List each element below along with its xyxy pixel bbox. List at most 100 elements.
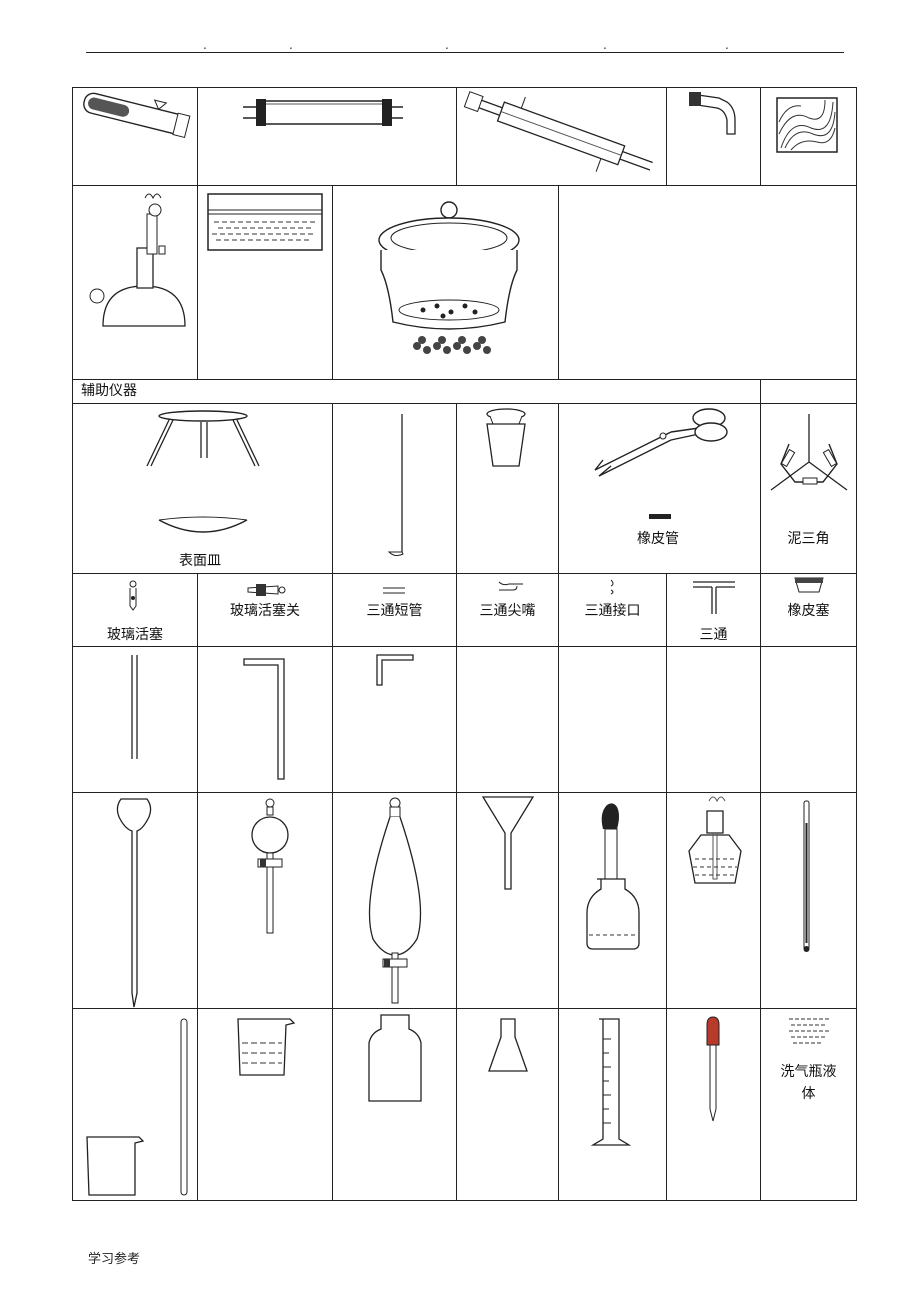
gas-lamp-drawing bbox=[73, 186, 198, 380]
tee-connector-cell: 三通接口 bbox=[558, 573, 667, 647]
tee-label: 三通 bbox=[699, 627, 728, 643]
crucible-cell bbox=[456, 403, 559, 574]
straight-tube-cell bbox=[72, 646, 198, 793]
alcohol-lamp-cell bbox=[666, 792, 761, 1009]
desiccator-drawing bbox=[333, 186, 559, 354]
empty-cell bbox=[760, 379, 857, 404]
dropper-bottle-drawing bbox=[559, 803, 667, 1009]
tee-drawing bbox=[667, 574, 761, 647]
crucible-tongs-drawing bbox=[559, 404, 761, 519]
tee-tip-drawing bbox=[457, 574, 559, 647]
apparatus-table: 辅助仪器 表面皿 bbox=[72, 87, 857, 1201]
header-dot: . bbox=[725, 38, 729, 52]
wash-bottle-liquid-drawing bbox=[761, 1009, 857, 1201]
header-dot: . bbox=[445, 38, 449, 52]
water-trough-drawing bbox=[198, 186, 333, 380]
tee-short-tube-drawing bbox=[333, 574, 457, 647]
glass-stopcock-cell: 玻璃活塞 bbox=[72, 573, 198, 647]
header-dot: . bbox=[289, 38, 293, 52]
tee-connector-drawing bbox=[559, 574, 667, 647]
desiccator-cell bbox=[332, 185, 559, 380]
glass-stopcock-switch-label: 玻璃活塞关 bbox=[230, 603, 300, 619]
beaker-rod-cell bbox=[72, 1008, 198, 1201]
funnel-cell bbox=[456, 792, 559, 1009]
graduated-beaker-cell bbox=[197, 1008, 333, 1201]
rubber-stopper-drawing bbox=[761, 574, 857, 647]
dropper-bottle-cell bbox=[558, 792, 667, 1009]
spoon-cell bbox=[332, 403, 457, 574]
dropper-cell bbox=[666, 1008, 761, 1201]
condenser-tube-drawing bbox=[198, 99, 457, 126]
empty-cell bbox=[456, 646, 559, 793]
empty-cell bbox=[666, 646, 761, 793]
tongs-cell: 橡皮管 bbox=[558, 403, 761, 574]
dropper-drawing bbox=[667, 1009, 761, 1201]
tee-cell: 三通 bbox=[666, 573, 761, 647]
pear-funnel-cell bbox=[332, 792, 457, 1009]
empty-cell bbox=[760, 646, 857, 793]
thermometer-cell bbox=[760, 792, 857, 1009]
glass-stopcock-switch-cell: 玻璃活塞关 bbox=[197, 573, 333, 647]
drying-tube-cell bbox=[72, 87, 198, 186]
glass-stopcock-switch-drawing bbox=[198, 584, 333, 596]
rubber-tube-drawing bbox=[649, 514, 671, 519]
pear-separatory-funnel-drawing bbox=[333, 793, 457, 1009]
wood-block-drawing bbox=[761, 88, 857, 186]
wood-block-cell bbox=[760, 87, 857, 186]
long-funnel-cell bbox=[72, 792, 198, 1009]
footer-text: 学习参考 bbox=[88, 1252, 141, 1267]
right-angle-tube-long-drawing bbox=[198, 647, 333, 793]
bent-tube-cell bbox=[197, 646, 333, 793]
adapter-drawing bbox=[689, 92, 761, 186]
spherical-separatory-funnel-drawing bbox=[198, 793, 333, 1009]
glass-stopcock-label: 玻璃活塞 bbox=[107, 627, 163, 643]
tee-tip-label: 三通尖嘴 bbox=[479, 603, 536, 619]
liebig-condenser-drawing bbox=[457, 88, 667, 186]
watch-glass-label: 表面皿 bbox=[179, 553, 221, 569]
combustion-spoon-drawing bbox=[333, 404, 457, 574]
wide-mouth-bottle-drawing bbox=[333, 1009, 457, 1201]
glass-rod-drawing bbox=[73, 1009, 198, 1201]
tripod-cell: 表面皿 bbox=[72, 403, 333, 574]
auxiliary-section-label: 辅助仪器 bbox=[81, 383, 137, 399]
clay-triangle-cell: 泥三角 bbox=[760, 403, 857, 574]
wash-bottle-liquid-label: 洗气瓶液 体 bbox=[780, 1064, 837, 1102]
graduated-beaker-drawing bbox=[198, 1009, 333, 1201]
adapter-cell bbox=[666, 87, 761, 186]
rubber-tube-label: 橡皮管 bbox=[637, 531, 679, 547]
section-header: 辅助仪器 bbox=[72, 379, 761, 404]
straight-glass-tube-drawing bbox=[73, 647, 198, 793]
right-angle-tube-short-drawing bbox=[333, 647, 457, 793]
rubber-stopper-cell: 橡皮塞 bbox=[760, 573, 857, 647]
thermometer-drawing bbox=[803, 793, 810, 952]
short-bent-tube-cell bbox=[332, 646, 457, 793]
wash-bottle-liquid-cell: 洗气瓶液 体 bbox=[760, 1008, 857, 1201]
erlenmeyer-flask-drawing bbox=[457, 1009, 559, 1201]
alcohol-lamp-drawing bbox=[667, 793, 761, 1009]
condenser-tube-cell bbox=[197, 87, 457, 186]
beaker-drawing bbox=[73, 1009, 198, 1201]
watch-glass-drawing bbox=[73, 404, 333, 574]
clay-triangle-label: 泥三角 bbox=[787, 531, 830, 547]
reagent-bottle-cell bbox=[332, 1008, 457, 1201]
empty-cell bbox=[558, 646, 667, 793]
header-dot: . bbox=[203, 38, 207, 52]
crucible-drawing bbox=[457, 404, 559, 574]
tripod-drawing bbox=[73, 404, 333, 574]
empty-cell bbox=[558, 185, 857, 380]
graduated-cylinder-cell bbox=[558, 1008, 667, 1201]
graduated-cylinder-drawing bbox=[559, 1009, 667, 1201]
tee-connector-label: 三通接口 bbox=[584, 603, 641, 619]
header-rule bbox=[86, 52, 844, 53]
clay-triangle-drawing bbox=[761, 404, 857, 574]
trough-cell bbox=[197, 185, 333, 380]
tee-tip-cell: 三通尖嘴 bbox=[456, 573, 559, 647]
drying-tube-drawing bbox=[73, 88, 198, 186]
rubber-stopper-label: 橡皮塞 bbox=[787, 603, 830, 619]
liebig-condenser-cell bbox=[456, 87, 667, 186]
tee-short-tube-cell: 三通短管 bbox=[332, 573, 457, 647]
tee-short-tube-label: 三通短管 bbox=[366, 603, 423, 619]
funnel-drawing bbox=[457, 793, 559, 1009]
alcohol-burner-stand-cell bbox=[72, 185, 198, 380]
bulb-funnel-drawing bbox=[73, 793, 198, 1009]
